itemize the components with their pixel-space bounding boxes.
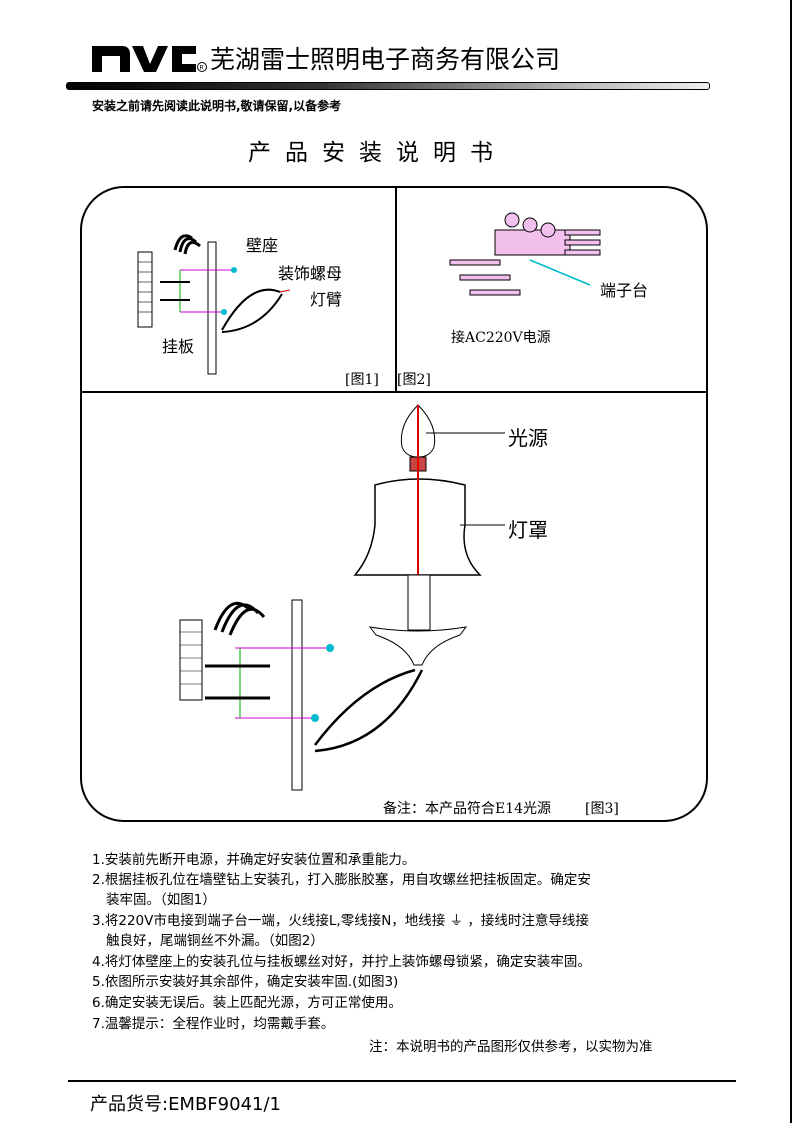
terminal-block-drawing <box>449 212 601 296</box>
label-mount-plate: 挂板 <box>162 337 195 356</box>
step-3-cont: 触良好，尾端铜丝不外漏。（如图2） <box>106 933 324 949</box>
divider <box>395 186 397 392</box>
page-title: 产品安装说明书 <box>248 140 507 166</box>
figure3-caption: [图3] <box>585 801 619 817</box>
read-notice: 安装之前请先阅读此说明书,敬请保留,以备参考 <box>92 99 342 113</box>
product-model: 产品货号:EMBF9041/1 <box>90 1094 281 1115</box>
step-3: 3.将220V市电接到端子台一端，火线接L,零线接N，地线接 ⏚ ，接线时注意导… <box>92 913 589 929</box>
header-divider <box>66 82 710 90</box>
step-5: 5.依图所示安装好其余部件，确定安装牢固.(如图3) <box>92 974 399 990</box>
diagram-frame <box>80 186 708 822</box>
step-6: 6.确定安装无误后。装上匹配光源，方可正常使用。 <box>92 995 402 1011</box>
nvc-logo: R <box>92 40 207 78</box>
footer-divider <box>68 1080 736 1082</box>
page-border <box>790 0 792 1123</box>
step-1: 1.安装前先断开电源，并确定好安装位置和承重能力。 <box>92 852 416 868</box>
label-wall-seat: 壁座 <box>246 236 279 255</box>
divider <box>80 391 708 393</box>
step-2-cont: 装牢固。（如图1） <box>106 892 216 908</box>
label-lamp-arm: 灯臂 <box>310 290 343 309</box>
label-power: 接AC220V电源 <box>451 330 551 346</box>
step-2: 2.根据挂板孔位在墙壁钻上安装孔，打入膨胀胶塞，用自攻螺丝把挂板固定。确定安 <box>92 872 591 888</box>
label-light-source: 光源 <box>508 426 548 450</box>
step-7: 7.温馨提示：全程作业时，均需戴手套。 <box>92 1016 335 1032</box>
svg-text:R: R <box>200 65 204 72</box>
figure1-caption: [图1] <box>345 372 379 388</box>
step-4: 4.将灯体壁座上的安装孔位与挂板螺丝对好，并拧上装饰螺母锁紧，确定安装牢固。 <box>92 954 591 970</box>
figure2-caption: [图2] <box>397 372 431 388</box>
disclaimer: 注：本说明书的产品图形仅供参考，以实物为准 <box>369 1039 653 1055</box>
figure3-note: 备注：本产品符合E14光源 <box>383 801 552 817</box>
figure1-drawing <box>137 234 291 375</box>
figure3-drawing <box>179 404 505 791</box>
label-terminal: 端子台 <box>600 281 649 300</box>
label-shade: 灯罩 <box>508 518 548 542</box>
label-decor-nut: 装饰螺母 <box>278 264 343 283</box>
company-name: 芜湖雷士照明电子商务有限公司 <box>210 45 561 74</box>
